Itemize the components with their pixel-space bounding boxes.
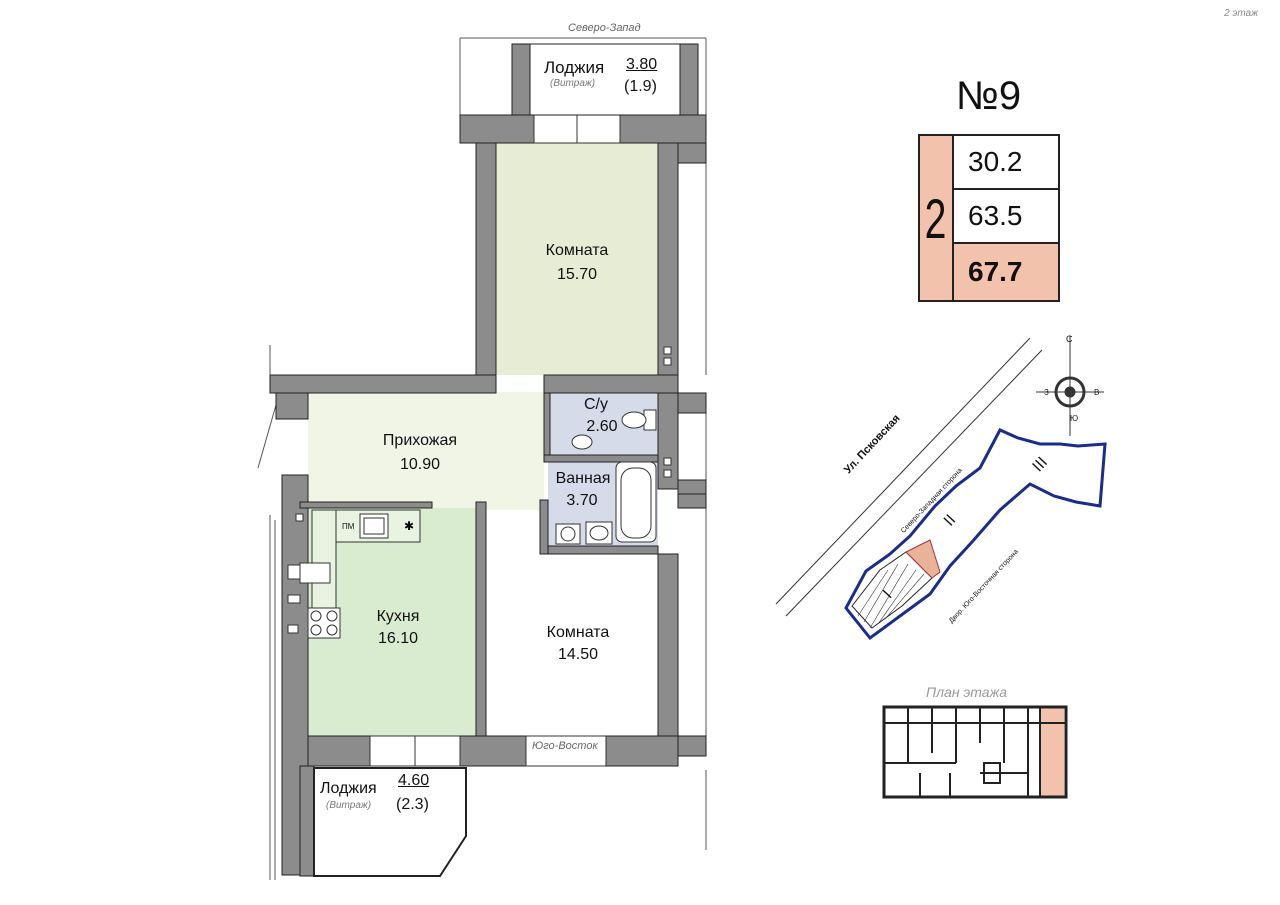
exterior-lines <box>257 37 707 880</box>
wc-sink <box>571 434 593 450</box>
total-area: 63.5 <box>954 190 1058 244</box>
loggia-top-area-reduced: (1.9) <box>624 78 657 95</box>
floor-plan-thumbnail <box>882 705 1068 799</box>
bath-area: 3.70 <box>566 492 598 509</box>
hall-area: 10.90 <box>399 456 441 473</box>
hall-name: Прихожая <box>382 432 458 449</box>
kitchen-appliances <box>287 562 331 634</box>
wc-name: С/у <box>584 396 608 413</box>
hall-fill <box>308 392 544 510</box>
compass-icon <box>1036 336 1104 436</box>
compass-south: Ю <box>1070 414 1079 423</box>
floor-plan-outline <box>882 705 1068 799</box>
compass-north: С <box>1066 334 1073 344</box>
washer <box>555 523 581 545</box>
north-west-label: Северо-Запад <box>568 22 641 34</box>
total-with-loggia: 67.7 <box>954 244 1058 300</box>
bath-name: Ванная <box>555 470 611 487</box>
south-east-label: Юго-Восток <box>532 740 598 752</box>
toilet <box>621 409 657 431</box>
site-plan <box>775 336 1107 641</box>
street-line-1 <box>775 337 1031 605</box>
loggia-bottom-area-reduced: (2.3) <box>396 796 429 813</box>
apartment-number: №9 <box>956 74 1022 118</box>
compass-east: В <box>1094 388 1100 397</box>
kitchen-area: 16.10 <box>377 630 419 647</box>
apartment-stats: 2 30.2 63.5 67.7 <box>918 134 1060 302</box>
loggia-top-area: 3.80 <box>626 56 658 73</box>
building-outline <box>844 428 1107 641</box>
kitchen-sink <box>359 513 389 539</box>
apartment-plan: ✱ <box>257 37 707 880</box>
loggia-bottom-note: (Витраж) <box>326 800 372 811</box>
stove <box>307 607 341 639</box>
kitchen-fridge-label: ПМ <box>342 522 355 531</box>
compass-west: З <box>1044 388 1049 397</box>
vent-shafts <box>295 346 672 522</box>
kitchen-name: Кухня <box>376 608 420 625</box>
wc-area: 2.60 <box>586 418 618 435</box>
room1-name: Комната <box>545 242 609 259</box>
rooms-count-value: 2 <box>925 186 947 250</box>
floor-plan-title: План этажа <box>926 684 1008 700</box>
loggia-top-note: (Витраж) <box>550 78 596 89</box>
snowflake-icon: ✱ <box>404 519 414 533</box>
room1-area: 15.70 <box>556 266 598 283</box>
bath-sink <box>585 521 613 545</box>
loggia-bottom-outline <box>313 767 467 877</box>
rooms-count: 2 <box>920 136 954 300</box>
loggia-top-name: Лоджия <box>544 58 605 77</box>
room2-area: 14.50 <box>557 646 599 663</box>
walls <box>269 43 707 877</box>
floor-plan-highlight <box>1040 707 1064 797</box>
bathtub <box>615 461 657 543</box>
floor-plan-walls <box>884 707 1066 797</box>
windows <box>369 114 621 767</box>
floor-label: 2 этаж <box>1224 8 1258 19</box>
room1-fill <box>496 143 658 375</box>
street-line-2 <box>785 349 1043 617</box>
loggia-top-outline <box>529 43 681 116</box>
loggia-bottom-name: Лоджия <box>320 780 377 797</box>
apartment-highlight <box>905 539 941 579</box>
room2-name: Комната <box>546 624 610 641</box>
living-area: 30.2 <box>954 136 1058 190</box>
hatch-lines <box>857 563 925 629</box>
loggia-bottom-area: 4.60 <box>398 772 430 789</box>
